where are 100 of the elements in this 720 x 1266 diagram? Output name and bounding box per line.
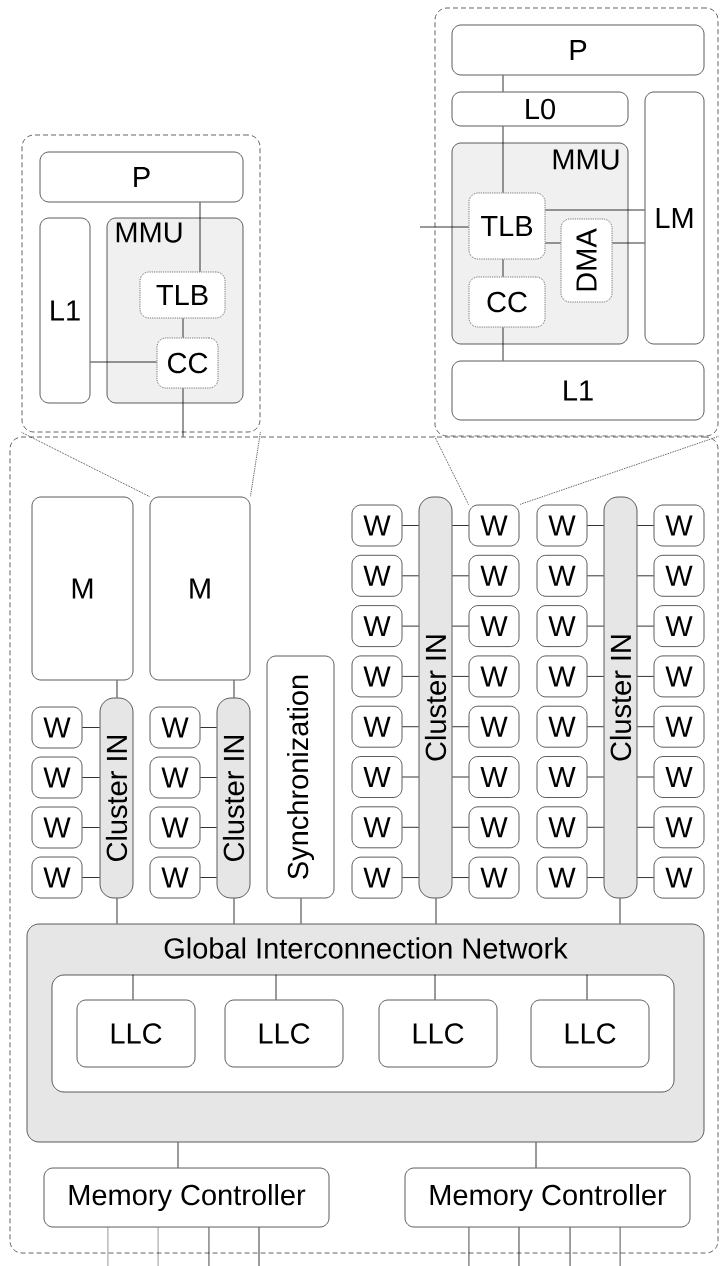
component-box: W [351,806,403,849]
connector-line [637,826,654,828]
interconnect-bar: Cluster IN [603,496,638,899]
component-box: W [468,756,520,798]
component-box: M [31,496,134,681]
connector-line [200,727,217,728]
connector-line [82,827,100,828]
component-box: LLC [530,999,650,1068]
connector-line [177,1142,179,1168]
connector-line [452,625,469,627]
connector-line [200,777,217,778]
connector-line [402,625,419,627]
zoom-line [519,436,719,505]
connector-line [200,877,217,878]
connector-line [452,726,469,728]
component-box: LLC [224,999,344,1068]
connector-line [452,575,469,577]
component-box: W [468,554,520,597]
interconnect-bar: Cluster IN [216,697,251,899]
connector-line [419,226,469,228]
connector-line [402,575,419,577]
connector-line [587,575,604,577]
component-box: LLC [76,999,196,1068]
component-box: W [653,605,705,647]
connector-line [545,209,645,211]
connector-line [116,680,118,698]
connector-line [452,676,469,677]
connector-line [637,776,654,778]
component-box: W [149,756,201,799]
component-box: W [536,705,588,748]
component-box: W [468,806,520,849]
component-box: W [536,504,588,547]
component-box: W [536,605,588,647]
connector-line [619,898,621,924]
connector-line [612,242,645,244]
connector-line [452,826,469,828]
connector-line [587,826,604,828]
component-box: W [468,705,520,748]
connector-line [452,525,469,526]
component-box: W [653,856,705,899]
connector-line [545,242,561,244]
connector-line [435,898,437,924]
connector-line [502,259,504,277]
component-box: W [468,655,520,698]
component-box: L1 [39,217,91,404]
connector-line [402,776,419,778]
connector-line [402,826,419,828]
component-box: W [149,806,201,849]
component-box: P [451,24,705,76]
component-box: LM [644,91,705,345]
connector-line [502,126,504,193]
dotted-box: CC [156,337,219,389]
connector-line [434,974,436,1000]
connector-line [82,727,100,728]
component-box: W [468,605,520,647]
connector-line [502,327,504,361]
connector-line [275,974,277,1000]
component-box: W [536,756,588,798]
component-box: W [536,856,588,899]
connector-line [637,877,654,878]
connector-line [200,827,217,828]
component-box: W [149,706,201,749]
connector-line [116,898,118,924]
component-box: W [653,756,705,798]
component-box: Synchronization [266,655,335,899]
component-box: W [653,705,705,748]
connector-line [569,1227,571,1266]
zoom-line [434,436,469,505]
connector-line [587,877,604,878]
component-box: W [351,856,403,899]
connector-line [587,525,604,526]
component-box: W [351,756,403,798]
connector-line [402,726,419,728]
connector-line [468,1227,470,1266]
dotted-box: DMA [560,218,613,303]
dotted-box: TLB [139,271,226,319]
connector-line [82,777,100,778]
zoom-line [250,432,261,497]
connector-line [637,726,654,728]
connector-line [587,726,604,728]
zoom-line [21,432,150,497]
component-box: W [31,856,83,899]
connector-line [637,676,654,677]
component-box: LLC [378,999,498,1068]
connector-line [587,776,604,778]
dashed-frame [9,436,719,1254]
connector-line [199,202,201,272]
dotted-box: TLB [468,192,546,260]
connector-line [402,676,419,677]
component-box: P [39,151,244,203]
interconnect-bar: Cluster IN [99,697,134,899]
component-box: W [351,504,403,547]
connector-line [300,898,302,924]
component-box: W [653,554,705,597]
dotted-box: CC [468,276,546,328]
connector-line [82,877,100,878]
connector-line [233,898,235,924]
connector-line [587,676,604,677]
connector-line [208,1227,210,1266]
connector-line [452,776,469,778]
